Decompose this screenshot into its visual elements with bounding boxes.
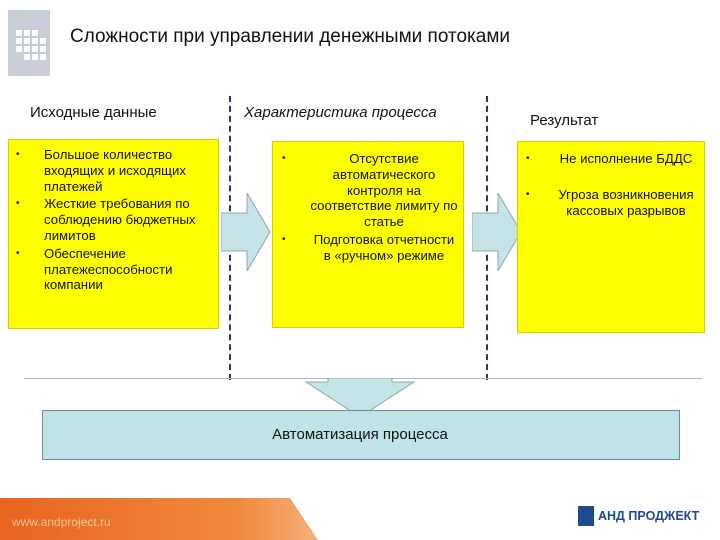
- logo-cell: [16, 38, 22, 44]
- arrow-right-icon: [221, 193, 271, 271]
- list-item: •Угроза возникновения кассовых разрывов: [526, 186, 694, 218]
- input-data-list: •Большое количество входящих и исходящих…: [16, 147, 212, 293]
- footer-url[interactable]: www.andproject.ru: [12, 515, 111, 529]
- automation-box: [42, 410, 680, 460]
- column-heading-process: Характеристика процесса: [244, 104, 437, 121]
- logo-cell: [24, 46, 30, 52]
- slide-title: Сложности при управлении денежными поток…: [70, 26, 510, 47]
- list-item: •Жесткие требования по соблюдению бюджет…: [16, 196, 196, 243]
- arrow-down-icon: [304, 378, 416, 418]
- column-heading-result: Результат: [530, 112, 599, 129]
- process-characteristics-box: [272, 141, 464, 328]
- logo-cell: [16, 30, 22, 36]
- list-item: •Не исполнение БДДС: [526, 151, 693, 166]
- input-data-box: [8, 139, 219, 329]
- list-item: •Отсутствие автоматического контроля на …: [282, 151, 458, 230]
- list-item: •Подготовка отчетности в «ручном» режиме: [282, 231, 455, 263]
- logo-cell: [24, 30, 30, 36]
- logo-cell: [24, 54, 30, 60]
- logo-cell: [40, 46, 46, 52]
- logo-cell: [32, 46, 38, 52]
- logo-cell: [32, 30, 38, 36]
- logo-cell: [16, 46, 22, 52]
- arrow-right-icon: [472, 193, 522, 271]
- list-item: •Обеспечение платежеспособности компании: [16, 245, 173, 293]
- list-item: •Большое количество входящих и исходящих…: [16, 147, 186, 194]
- logo-top: [8, 10, 50, 76]
- column-heading-input: Исходные данные: [30, 104, 157, 121]
- brand-name: АНД ПРОДЖЕКТ: [598, 509, 700, 523]
- footer-band: [0, 498, 318, 540]
- process-list: •Отсутствие автоматического контроля на …: [282, 151, 458, 264]
- logo-cell: [32, 38, 38, 44]
- brand-logo-icon: [578, 506, 594, 526]
- logo-cell: [40, 38, 46, 44]
- logo-cell: [32, 54, 38, 60]
- logo-cell: [40, 54, 46, 60]
- automation-label: Автоматизация процесса: [272, 426, 448, 443]
- logo-cell: [24, 38, 30, 44]
- result-list: •Не исполнение БДДС •Угроза возникновени…: [526, 151, 698, 218]
- result-box: [517, 141, 705, 333]
